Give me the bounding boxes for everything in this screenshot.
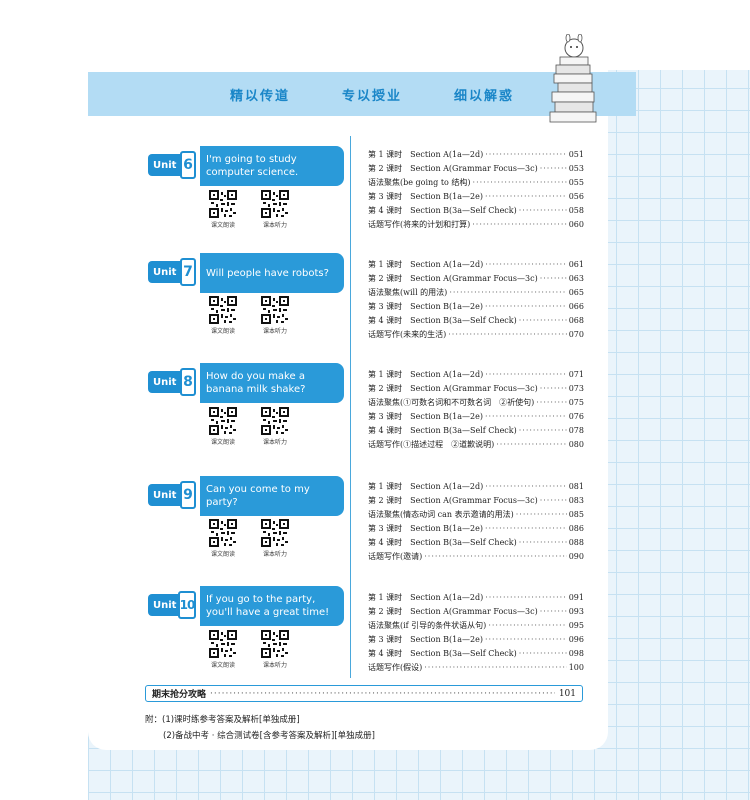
unit-title: How do you make a banana milk shake?	[200, 363, 344, 403]
lesson-row[interactable]: 第 4 课时 Section B(3a—Self Check)088	[368, 537, 584, 549]
appendix-line-1: 附：(1)课时练参考答案及解析[单独成册]	[145, 715, 300, 725]
lesson-row[interactable]: 第 4 课时 Section B(3a—Self Check)058	[368, 205, 584, 217]
qr-label-audio: 课本听力	[262, 328, 287, 335]
final-review-title: 期末抢分攻略	[152, 690, 207, 700]
lesson-row[interactable]: 第 3 课时 Section B(1a—2e)056	[368, 191, 584, 203]
qr-label-text: 课文朗读	[210, 222, 235, 229]
lesson-row[interactable]: 第 2 课时 Section A(Grammar Focus—3c)063	[368, 273, 584, 285]
qr-code-icon	[209, 296, 237, 324]
lesson-row[interactable]: 语法聚焦(①可数名词和不可数名词 ②祈使句)075	[368, 397, 584, 409]
unit-8-text-qr[interactable]: 课文朗读	[206, 407, 240, 446]
qr-label-audio: 课本听力	[262, 551, 287, 558]
lesson-row[interactable]: 第 4 课时 Section B(3a—Self Check)078	[368, 425, 584, 437]
qr-label-text: 课文朗读	[210, 328, 235, 335]
header-banner: 精以传道 专以授业 细以解惑	[88, 72, 608, 116]
qr-label-audio: 课本听力	[262, 439, 287, 446]
lesson-row[interactable]: 第 2 课时 Section A(Grammar Focus—3c)073	[368, 383, 584, 395]
lesson-row[interactable]: 语法聚焦(情态动词 can 表示邀请的用法)085	[368, 509, 584, 521]
qr-code-icon	[209, 519, 237, 547]
unit-number: 8	[180, 368, 196, 396]
qr-code-icon	[261, 190, 289, 218]
lesson-row[interactable]: 语法聚焦(will 的用法)065	[368, 287, 584, 299]
unit-6-audio-qr[interactable]: 课本听力	[258, 190, 292, 229]
lesson-row[interactable]: 第 3 课时 Section B(1a—2e)096	[368, 634, 584, 646]
final-review-row[interactable]: 期末抢分攻略 101	[145, 685, 583, 702]
lesson-row[interactable]: 第 1 课时 Section A(1a—2d)091	[368, 592, 584, 604]
lesson-row[interactable]: 第 2 课时 Section A(Grammar Focus—3c)083	[368, 495, 584, 507]
lesson-row[interactable]: 第 1 课时 Section A(1a—2d)071	[368, 369, 584, 381]
slogan-2: 专以授业	[342, 88, 403, 104]
lesson-row[interactable]: 第 1 课时 Section A(1a—2d)061	[368, 259, 584, 271]
qr-code-icon	[209, 630, 237, 658]
timeline-divider	[350, 136, 351, 678]
slogan-3: 细以解惑	[454, 88, 515, 104]
unit-number: 6	[180, 151, 196, 179]
qr-label-text: 课文朗读	[210, 439, 235, 446]
unit-title: If you go to the party, you'll have a gr…	[200, 586, 344, 626]
unit-6-text-qr[interactable]: 课文朗读	[206, 190, 240, 229]
lesson-row[interactable]: 话题写作(①描述过程 ②道歉说明)080	[368, 439, 584, 451]
unit-9-text-qr[interactable]: 课文朗读	[206, 519, 240, 558]
unit-title: Will people have robots?	[200, 253, 344, 293]
lesson-row[interactable]: 话题写作(将来的计划和打算)060	[368, 219, 584, 231]
lesson-row[interactable]: 第 3 课时 Section B(1a—2e)076	[368, 411, 584, 423]
lesson-row[interactable]: 语法聚焦(be going to 结构)055	[368, 177, 584, 189]
unit-8-header: Unit 8 How do you make a banana milk sha…	[148, 363, 348, 403]
left-margin	[0, 0, 88, 800]
appendix-line-2: (2)备战中考 · 综合测试卷[含参考答案及解析][单独成册]	[163, 731, 375, 741]
unit-9-audio-qr[interactable]: 课本听力	[258, 519, 292, 558]
qr-code-icon	[261, 630, 289, 658]
lesson-row[interactable]: 第 3 课时 Section B(1a—2e)066	[368, 301, 584, 313]
lesson-row[interactable]: 话题写作(假设)100	[368, 662, 584, 674]
qr-code-icon	[261, 519, 289, 547]
unit-9-header: Unit 9 Can you come to my party?	[148, 476, 348, 516]
final-review-page: 101	[558, 688, 576, 699]
qr-label-text: 课文朗读	[210, 551, 235, 558]
lesson-row[interactable]: 话题写作(未来的生活)070	[368, 329, 584, 341]
unit-7-header: Unit 7 Will people have robots?	[148, 253, 348, 293]
header-banner-extension	[608, 72, 636, 116]
lesson-row[interactable]: 第 2 课时 Section A(Grammar Focus—3c)053	[368, 163, 584, 175]
qr-code-icon	[261, 296, 289, 324]
unit-7-audio-qr[interactable]: 课本听力	[258, 296, 292, 335]
lesson-row[interactable]: 话题写作(邀请)090	[368, 551, 584, 563]
qr-code-icon	[261, 407, 289, 435]
lesson-row[interactable]: 第 4 课时 Section B(3a—Self Check)068	[368, 315, 584, 327]
lesson-row[interactable]: 第 2 课时 Section A(Grammar Focus—3c)093	[368, 606, 584, 618]
qr-label-text: 课文朗读	[210, 662, 235, 669]
slogan-1: 精以传道	[230, 88, 291, 104]
unit-8-audio-qr[interactable]: 课本听力	[258, 407, 292, 446]
unit-10-header: Unit 10 If you go to the party, you'll h…	[148, 586, 348, 626]
unit-10-audio-qr[interactable]: 课本听力	[258, 630, 292, 669]
qr-label-audio: 课本听力	[262, 662, 287, 669]
lesson-row[interactable]: 语法聚焦(if 引导的条件状语从句)095	[368, 620, 584, 632]
unit-number: 9	[180, 481, 196, 509]
lesson-row[interactable]: 第 3 课时 Section B(1a—2e)086	[368, 523, 584, 535]
unit-number: 10	[178, 591, 196, 619]
qr-code-icon	[209, 190, 237, 218]
qr-label-audio: 课本听力	[262, 222, 287, 229]
lesson-row[interactable]: 第 1 课时 Section A(1a—2d)051	[368, 149, 584, 161]
book-stack-mascot-icon	[549, 34, 597, 123]
unit-6-header: Unit 6 I'm going to study computer scien…	[148, 146, 348, 186]
unit-title: Can you come to my party?	[200, 476, 344, 516]
lesson-row[interactable]: 第 4 课时 Section B(3a—Self Check)098	[368, 648, 584, 660]
unit-10-text-qr[interactable]: 课文朗读	[206, 630, 240, 669]
unit-title: I'm going to study computer science.	[200, 146, 344, 186]
unit-7-text-qr[interactable]: 课文朗读	[206, 296, 240, 335]
qr-code-icon	[209, 407, 237, 435]
unit-number: 7	[180, 258, 196, 286]
lesson-row[interactable]: 第 1 课时 Section A(1a—2d)081	[368, 481, 584, 493]
